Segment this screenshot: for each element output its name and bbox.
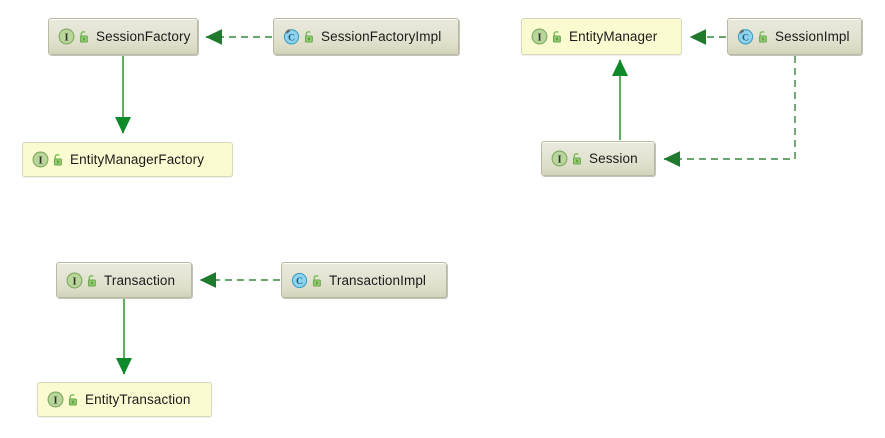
svg-text:I: I <box>38 155 42 166</box>
unlocked-padlock-icon <box>571 152 582 165</box>
node-label: SessionFactory <box>96 29 191 44</box>
svg-text:I: I <box>557 154 561 165</box>
svg-text:C: C <box>288 32 295 43</box>
node-sessionfactoryimpl[interactable]: C SessionFactoryImpl <box>273 18 459 55</box>
edge-sessionimpl-to-session <box>663 56 796 167</box>
node-entitymanager[interactable]: I EntityManager <box>521 18 682 55</box>
unlocked-padlock-icon <box>757 30 768 43</box>
node-label: Session <box>589 151 638 166</box>
unlocked-padlock-icon <box>551 30 562 43</box>
node-entitymanagerfactory[interactable]: I EntityManagerFactory <box>22 142 233 177</box>
interface-icon: I <box>531 28 548 45</box>
interface-icon: I <box>66 272 83 289</box>
node-label: Transaction <box>104 272 176 288</box>
svg-text:I: I <box>53 395 57 406</box>
svg-text:C: C <box>296 276 303 287</box>
interface-icon: I <box>47 391 64 408</box>
node-sessionimpl[interactable]: C SessionImpl <box>727 18 862 55</box>
svg-text:I: I <box>537 32 541 43</box>
node-transaction[interactable]: I Transaction <box>56 262 192 298</box>
svg-text:C: C <box>742 32 749 43</box>
interface-icon: I <box>32 151 49 168</box>
unlocked-padlock-icon <box>52 153 63 166</box>
node-transactionimpl[interactable]: C TransactionImpl <box>281 262 447 298</box>
interface-icon: I <box>58 28 75 45</box>
node-label: EntityTransaction <box>85 392 191 407</box>
node-label: EntityManager <box>569 29 658 44</box>
node-label: SessionImpl <box>775 29 850 44</box>
node-label: SessionFactoryImpl <box>321 29 442 44</box>
node-sessionfactory[interactable]: I SessionFactory <box>48 18 198 55</box>
unlocked-padlock-icon <box>78 30 89 43</box>
unlocked-padlock-icon <box>67 393 78 406</box>
interface-icon: I <box>551 150 568 167</box>
svg-text:I: I <box>64 32 68 43</box>
unlocked-padlock-icon <box>311 274 322 287</box>
node-label: EntityManagerFactory <box>70 152 205 167</box>
class-icon: C <box>283 28 300 45</box>
class-icon: C <box>291 272 308 289</box>
node-session[interactable]: I Session <box>541 141 655 176</box>
unlocked-padlock-icon <box>303 30 314 43</box>
unlocked-padlock-icon <box>86 274 97 287</box>
svg-text:I: I <box>72 276 76 287</box>
node-label: TransactionImpl <box>329 272 427 288</box>
class-icon: C <box>737 28 754 45</box>
node-entitytransaction[interactable]: I EntityTransaction <box>37 382 212 417</box>
